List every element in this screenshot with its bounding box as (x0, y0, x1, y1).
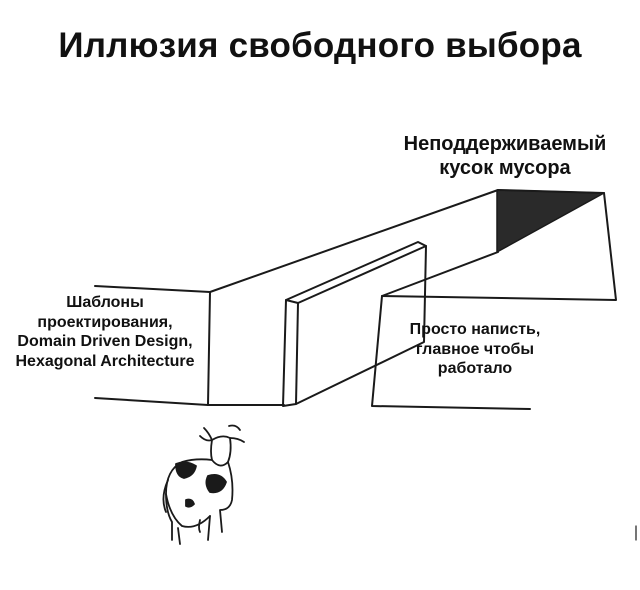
page-title: Иллюзия свободного выбора (58, 26, 582, 65)
dark-corridor-end (496, 189, 605, 253)
left-wall (94, 189, 605, 406)
label-design-patterns: Шаблоны проектирования, Domain Driven De… (15, 294, 195, 370)
middle-panel (282, 241, 427, 407)
label-just-write-it: Просто написть, главное чтобы работало (409, 321, 541, 378)
label-unmaintained-garbage: Неподдерживаемый кусок мусора (403, 133, 607, 180)
right-wall (371, 192, 617, 410)
cow-icon (162, 424, 245, 545)
